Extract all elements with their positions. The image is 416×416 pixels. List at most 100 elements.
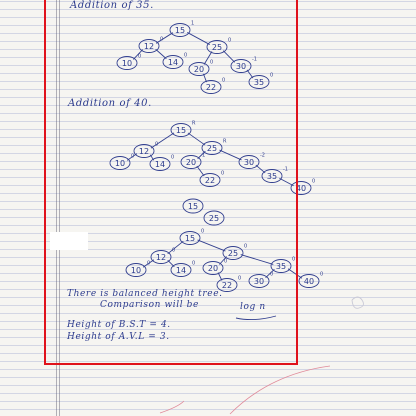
- balance-factor-mark: -1: [252, 57, 257, 63]
- tree-node-35: [248, 75, 270, 89]
- balance-factor-mark: 0: [222, 78, 225, 84]
- tree-node-15: [182, 198, 204, 214]
- balance-factor-mark: 0: [270, 272, 273, 278]
- balance-factor-mark: 0: [184, 53, 187, 59]
- tree-node-14: [149, 157, 171, 171]
- balance-factor-mark: 0: [210, 60, 213, 66]
- tree-node-label: 30: [236, 62, 246, 71]
- tree-node-12: [138, 39, 160, 53]
- tree-node-12: [150, 250, 172, 264]
- red-pen-stroke: [229, 365, 331, 415]
- note-height-bst: Height of B.S.T = 4.: [67, 320, 171, 330]
- tree-edge: [217, 272, 223, 281]
- balance-factor-mark: 0: [171, 155, 174, 161]
- tree-node-20: [188, 62, 210, 76]
- tree-node-label: 12: [144, 42, 154, 51]
- tree-edge: [133, 49, 143, 60]
- balance-factor-mark: 1: [202, 153, 205, 159]
- balance-factor-mark: 0: [221, 171, 224, 177]
- tree-node-14: [162, 55, 184, 69]
- tree-node-label: 20: [194, 65, 204, 74]
- balance-factor-mark: 0: [228, 38, 231, 44]
- tree-edge: [203, 73, 207, 83]
- heading-addition-40: Addition of 40.: [68, 98, 152, 109]
- balance-factor-mark: 0: [131, 154, 134, 160]
- tree-edge: [240, 254, 274, 265]
- note-height-avl: Height of A.V.L = 3.: [67, 332, 170, 342]
- tree-node-label: 40: [296, 184, 306, 193]
- balance-factor-mark: 0: [292, 257, 295, 263]
- tree-node-10: [109, 156, 131, 170]
- note-log-n: log n: [240, 302, 266, 312]
- tree-edge: [196, 165, 205, 177]
- balance-factor-mark: -1: [283, 167, 288, 173]
- balance-factor-mark: 0: [138, 54, 141, 60]
- margin-line-left: [56, 0, 57, 416]
- tree-node-25: [206, 40, 228, 54]
- white-paper-patch: [50, 232, 88, 250]
- balance-factor-mark: 1: [191, 21, 194, 27]
- note-balanced-tree: There is balanced height tree.: [67, 289, 223, 299]
- tree-edge: [287, 268, 303, 279]
- tree-node-label: 10: [131, 266, 141, 275]
- tree-node-20: [202, 261, 224, 275]
- tree-edge: [150, 132, 175, 149]
- red-highlight-frame: [44, 0, 298, 365]
- tree-node-15: [179, 231, 201, 245]
- tree-edge: [219, 149, 242, 161]
- tree-node-label: 15: [176, 126, 186, 135]
- balance-factor-mark: 0: [270, 73, 273, 79]
- balance-factor-mark: R: [192, 121, 196, 127]
- balance-factor-mark: 0: [320, 272, 323, 278]
- tree-edge: [187, 132, 206, 146]
- tree-node-15: [169, 23, 191, 37]
- tree-node-label: 15: [188, 202, 198, 211]
- tree-edge: [197, 239, 226, 252]
- tree-edge: [222, 50, 236, 63]
- balance-factor-mark: 0: [224, 259, 227, 265]
- tree-edge: [167, 240, 184, 255]
- tree-node-label: 25: [209, 214, 219, 223]
- tree-node-30: [238, 155, 260, 169]
- tree-node-30: [230, 59, 252, 73]
- tree-node-label: 20: [186, 158, 196, 167]
- tree-node-15: [170, 123, 192, 137]
- note-comparison: Comparison will be: [100, 300, 199, 310]
- tree-node-35: [261, 169, 283, 183]
- balance-factor-mark: 0: [312, 179, 315, 185]
- margin-line-left-inner: [59, 0, 60, 416]
- tree-node-10: [116, 56, 138, 70]
- tree-node-40: [298, 274, 320, 288]
- balance-factor-mark: 0: [192, 261, 195, 267]
- tree-edge: [255, 164, 266, 174]
- tree-node-label: 22: [206, 83, 216, 92]
- tree-node-label: 12: [139, 147, 149, 156]
- tree-edge: [142, 259, 155, 268]
- tree-node-label: 25: [207, 144, 217, 153]
- tree-node-35: [270, 259, 292, 273]
- balance-factor-mark: 0: [201, 229, 204, 235]
- tree-node-20: [180, 155, 202, 169]
- red-pen-stroke-2: [159, 400, 185, 414]
- tree-edge: [187, 32, 210, 45]
- tree-node-label: 30: [254, 277, 264, 286]
- tree-node-25: [201, 141, 223, 155]
- balance-factor-mark: 0: [238, 276, 241, 282]
- heading-addition-35: Addition of 35.: [70, 0, 154, 11]
- balance-factor-mark: 0: [172, 248, 175, 254]
- balance-factor-mark: 0: [155, 142, 158, 148]
- faint-scribble: [351, 296, 364, 309]
- log-underline: [235, 315, 277, 321]
- tree-edge: [246, 69, 254, 79]
- tree-node-22: [200, 80, 222, 94]
- tree-node-label: 15: [185, 234, 195, 243]
- tree-node-25: [203, 210, 225, 226]
- tree-node-12: [133, 144, 155, 158]
- tree-node-label: 15: [175, 26, 185, 35]
- balance-factor-mark: -2: [260, 153, 265, 159]
